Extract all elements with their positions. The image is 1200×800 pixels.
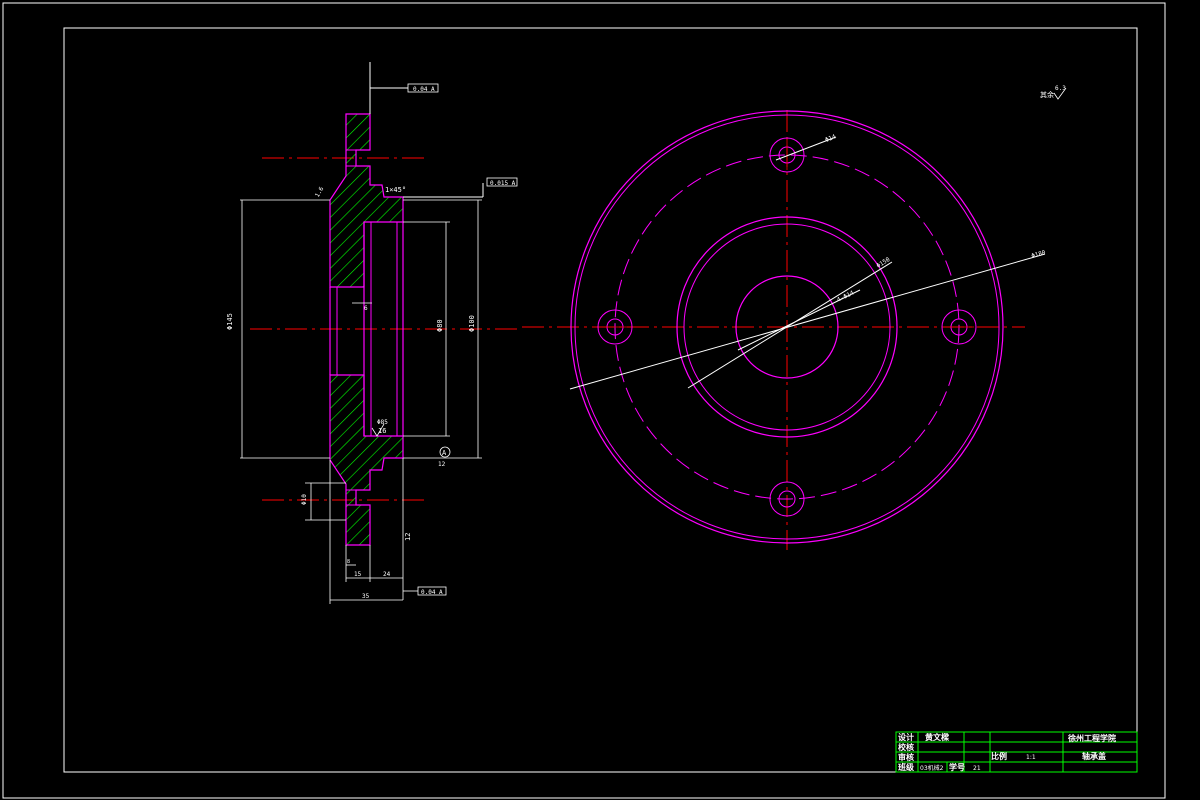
chamfer-note: 1×45° bbox=[385, 186, 406, 194]
tb-check-label: 校核 bbox=[898, 742, 914, 752]
roughness-side: 12 bbox=[404, 533, 412, 541]
tb-class-label: 班级 bbox=[898, 762, 915, 772]
tb-id-value: 21 bbox=[973, 765, 981, 772]
tb-school: 徐州工程学院 bbox=[1067, 733, 1116, 743]
roughness-top-left: 1.6 bbox=[314, 185, 326, 198]
datum-symbol bbox=[439, 446, 451, 458]
section-view: 0.04 A 0.015 A 1×45° 1.6 Φ145 Φ80 Φ100 6… bbox=[226, 62, 520, 604]
tolerance-bottom: 0.04 A bbox=[421, 589, 443, 596]
leader-outer bbox=[569, 253, 1046, 390]
tolerance-frame-bottom bbox=[417, 586, 447, 596]
tb-id-label: 学号 bbox=[949, 762, 965, 772]
svg-text:Φ180: Φ180 bbox=[1031, 249, 1047, 260]
dim-hole-diameter: Φ10 bbox=[301, 494, 308, 505]
svg-text:Φ14: Φ14 bbox=[824, 133, 837, 144]
tb-class-value: 03机械2 bbox=[920, 764, 944, 772]
bore-circle bbox=[735, 275, 839, 379]
dim-outer-diameter: Φ145 bbox=[226, 313, 234, 330]
tb-design-value: 黄文樑 bbox=[925, 732, 950, 742]
dim-hole-depth: 8 bbox=[347, 559, 350, 565]
outer-rim-inner bbox=[574, 114, 1000, 540]
section-lower-hatch bbox=[329, 374, 404, 546]
dim-groove: Φ85 bbox=[377, 419, 388, 426]
svg-text:4-Φ14: 4-Φ14 bbox=[836, 289, 856, 303]
dim-boss-diameter: Φ100 bbox=[468, 315, 476, 332]
dim-recess-depth: 6 bbox=[364, 305, 368, 312]
dim-bore-diameter: Φ80 bbox=[436, 319, 444, 332]
roughness-general: 其余 bbox=[1040, 90, 1054, 99]
boss-outer bbox=[676, 216, 898, 438]
tb-part-name: 轴承盖 bbox=[1082, 751, 1106, 761]
roughness-face: 16 bbox=[378, 427, 386, 435]
dim-width-total: 35 bbox=[362, 593, 370, 600]
bolt-hole-bottom bbox=[769, 481, 805, 517]
leader-bore bbox=[737, 289, 861, 351]
leader-bolt-circle bbox=[687, 261, 893, 389]
roughness-side-bottom: 12 bbox=[438, 461, 446, 468]
sheet-border bbox=[2, 2, 1166, 799]
roughness-general-value: 6.3 bbox=[1055, 85, 1066, 92]
dim-width-flange: 15 bbox=[354, 571, 362, 578]
leader-bolt-hole bbox=[775, 136, 837, 161]
tb-scale-label: 比例 bbox=[991, 751, 1007, 761]
tb-review-label: 审核 bbox=[898, 752, 914, 762]
tolerance-top: 0.04 A bbox=[413, 86, 435, 93]
datum-label: A bbox=[442, 449, 447, 457]
dim-width-boss: 24 bbox=[383, 571, 391, 578]
drawing-frame bbox=[63, 27, 1138, 773]
tolerance-frame-top bbox=[407, 83, 439, 93]
boss-inner bbox=[683, 223, 891, 431]
section-upper-hatch bbox=[329, 113, 404, 288]
outer-rim-outer bbox=[570, 110, 1004, 544]
tolerance-right: 0.015 A bbox=[490, 180, 516, 187]
roughness-symbol-face bbox=[371, 423, 385, 437]
roughness-general-symbol bbox=[1053, 87, 1067, 100]
tolerance-frame-right bbox=[486, 177, 518, 187]
tb-design-label: 设计 bbox=[898, 732, 914, 742]
title-block: 设计 黄文樑 校核 审核 班级 03机械2 学号 21 徐州工程学院 比例 1:… bbox=[895, 731, 1138, 773]
tb-scale-value: 1:1 bbox=[1026, 754, 1036, 761]
front-view: Φ180 Φ150 4-Φ14 Φ14 其余 6.3 bbox=[522, 85, 1067, 550]
